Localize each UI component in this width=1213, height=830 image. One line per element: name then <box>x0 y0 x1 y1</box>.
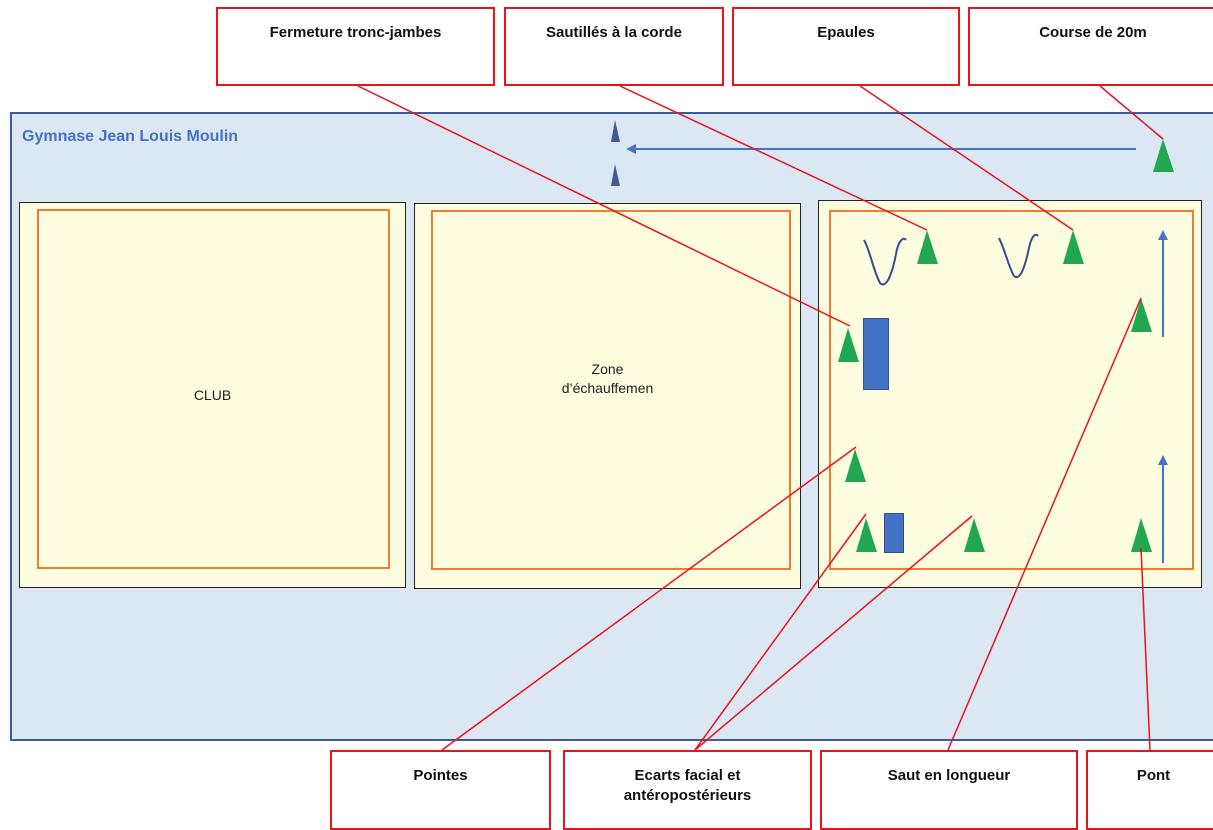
rope-wave-icon <box>863 237 907 286</box>
callout-ecarts-text-line1: Ecarts facial et <box>634 767 741 784</box>
cone-icon <box>1131 298 1152 332</box>
gym-title: Gymnase Jean Louis Moulin <box>22 128 239 145</box>
zone-warmup: Zone d’échauffemen <box>414 203 801 589</box>
callout-ecarts-text-line2: antéropostérieurs <box>623 787 752 804</box>
zone-warmup-border <box>431 210 791 570</box>
zone-warmup-label-line1: Zone <box>591 361 624 377</box>
zone-tests-border <box>829 210 1194 570</box>
callout-pont: Pont <box>1086 750 1213 830</box>
callout-fermeture-tronc-jambes: Fermeture tronc-jambes <box>216 7 495 86</box>
cone-icon <box>917 230 938 264</box>
leader-line-pointes <box>441 446 857 751</box>
cone-icon <box>1063 230 1084 264</box>
zone-warmup-label-line2: d’échauffemen <box>561 380 654 396</box>
cone-icon <box>856 518 877 552</box>
callout-epaules-text: Epaules <box>817 24 875 41</box>
leader-line-pont <box>1140 547 1151 751</box>
callout-fermeture-text: Fermeture tronc-jambes <box>269 24 442 41</box>
mat-icon <box>884 513 904 553</box>
callout-saut-text: Saut en longueur <box>887 767 1011 784</box>
mat-icon <box>863 318 889 390</box>
leader-line-ecarts-a <box>694 513 867 751</box>
leader-line-fermeture <box>357 85 851 327</box>
callout-ecarts: Ecarts facial et antéropostérieurs <box>563 750 812 830</box>
zone-club-label: CLUB <box>193 387 232 403</box>
zone-club: CLUB <box>19 202 406 588</box>
blue-cone-icon <box>611 164 620 186</box>
cone-icon <box>1131 518 1152 552</box>
leader-line-epaules <box>859 85 1074 231</box>
callout-sautilles-text: Sautillés à la corde <box>546 24 682 41</box>
callout-epaules: Epaules <box>732 7 960 86</box>
leader-line-course <box>1099 85 1164 140</box>
callout-sautilles: Sautillés à la corde <box>504 7 724 86</box>
cone-icon <box>1153 139 1174 172</box>
callout-pont-text: Pont <box>1136 767 1171 784</box>
callout-saut: Saut en longueur <box>820 750 1078 830</box>
callout-course: Course de 20m <box>968 7 1213 86</box>
leader-line-saut <box>947 297 1142 751</box>
callout-pointes: Pointes <box>330 750 551 830</box>
cone-icon <box>838 328 859 362</box>
leader-line-ecarts-b <box>694 515 973 751</box>
rope-wave-icon <box>998 233 1039 279</box>
callout-course-text: Course de 20m <box>1039 24 1147 41</box>
zone-club-border <box>37 209 390 569</box>
cone-icon <box>964 518 985 552</box>
cone-icon <box>845 449 866 482</box>
callout-pointes-text: Pointes <box>413 767 468 784</box>
leader-line-sautilles <box>619 85 928 231</box>
blue-cone-icon <box>611 120 620 142</box>
